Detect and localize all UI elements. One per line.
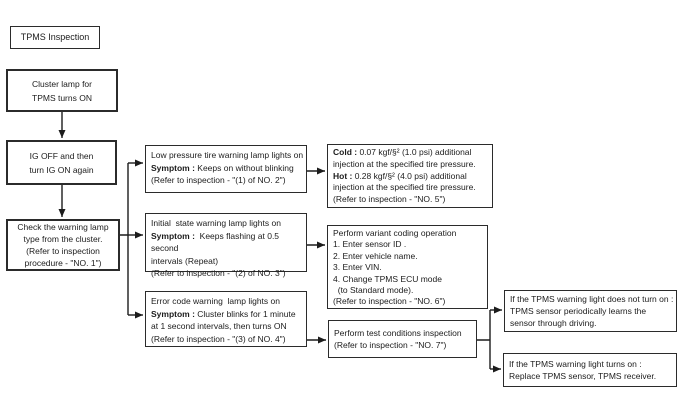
node-text: (Refer to inspection - "(1) of NO. 2") (151, 175, 286, 185)
branch-spine (120, 163, 129, 315)
node-text: Symptom : Keeps on without blinking (151, 162, 304, 175)
page-title: TPMS Inspection (10, 26, 100, 49)
symptom-text: Cluster blinks for 1 minute (194, 308, 296, 319)
test-result-spine (477, 310, 491, 369)
node-check-lamp: Check the warning lamp type from the clu… (6, 219, 120, 271)
cold-text: 0.07 kgf/§² (1.0 psi) additional (357, 147, 472, 157)
node-text: (Refer to inspection - "(3) of NO. 4") (151, 333, 286, 344)
node-text: procedure - "NO. 1") (24, 258, 102, 268)
node-pressure-spec: Cold : 0.07 kgf/§² (1.0 psi) additional … (327, 144, 493, 208)
page-title-label: TPMS Inspection (20, 32, 90, 43)
node-text: Hot : 0.28 kgf/§² (4.0 psi) additional (333, 171, 490, 183)
node-text: Symptom : Keeps flashing at 0.5 second (151, 230, 304, 255)
symptom-label: Symptom : (151, 308, 195, 319)
node-text: Error code warning lamp lights on (151, 296, 280, 306)
node-text: sensor through driving. (510, 318, 597, 328)
node-text: Replace TPMS sensor, TPMS receiver. (509, 371, 657, 381)
node-text: Check the warning lamp (17, 222, 109, 232)
hot-label: Hot : (333, 170, 353, 181)
node-error-code: Error code warning lamp lights on Sympto… (145, 291, 307, 347)
symptom-label: Symptom : (151, 230, 195, 241)
node-text: turn IG ON again (29, 164, 94, 175)
node-cluster-lamp: Cluster lamp for TPMS turns ON (6, 69, 118, 112)
node-text: IG OFF and then (29, 150, 94, 161)
node-text: Initial state warning lamp lights on (151, 218, 281, 228)
node-variant-coding: Perform variant coding operation 1. Ente… (327, 225, 488, 309)
node-text: type from the cluster. (23, 234, 103, 244)
node-text: Perform variant coding operation (333, 228, 457, 238)
node-low-pressure: Low pressure tire warning lamp lights on… (145, 145, 307, 193)
node-text: intervals (Repeat) (151, 255, 219, 266)
node-text: at 1 second intervals, then turns ON (151, 321, 287, 331)
symptom-label: Symptom : (151, 162, 195, 173)
node-test-conditions: Perform test conditions inspection (Refe… (328, 320, 477, 358)
node-text: 3. Enter VIN. (333, 262, 382, 273)
node-text: Symptom : Cluster blinks for 1 minute (151, 308, 304, 321)
node-text: If the TPMS warning light turns on : (509, 358, 642, 369)
symptom-text: Keeps flashing at 0.5 second (151, 230, 282, 254)
node-text: (Refer to inspection - "NO. 7") (334, 340, 447, 350)
node-text: If the TPMS warning light does not turn … (510, 294, 674, 304)
cold-label: Cold : (333, 147, 358, 157)
node-text: Low pressure tire warning lamp lights on (151, 150, 304, 160)
node-text: Cluster lamp for (32, 78, 92, 89)
symptom-text: Keeps on without blinking (194, 162, 294, 173)
node-initial-state: Initial state warning lamp lights on Sym… (145, 213, 307, 278)
node-text: 2. Enter vehicle name. (333, 250, 418, 261)
node-text: (to Standard mode). (333, 285, 414, 296)
node-text: injection at the specified tire pressure… (333, 158, 476, 169)
node-text: 4. Change TPMS ECU mode (333, 273, 442, 284)
node-text: TPMS sensor periodically learns the (510, 306, 647, 316)
node-text: (Refer to inspection - "(2) of NO. 3") (151, 268, 286, 278)
node-text: Cold : 0.07 kgf/§² (1.0 psi) additional (333, 147, 490, 159)
node-text: (Refer to inspection - "NO. 6") (333, 296, 446, 307)
node-text: Perform test conditions inspection (334, 327, 462, 338)
node-text: 1. Enter sensor ID . (333, 239, 407, 250)
node-light-on: If the TPMS warning light turns on : Rep… (503, 353, 677, 387)
node-text: (Refer to inspection - "NO. 5") (333, 194, 446, 205)
hot-text: 0.28 kgf/§² (4.0 psi) additional (352, 170, 467, 181)
node-text: (Refer to inspection (26, 246, 100, 256)
node-text: injection at the specified tire pressure… (333, 182, 476, 193)
node-ig-off: IG OFF and then turn IG ON again (6, 140, 117, 185)
node-text: TPMS turns ON (32, 92, 92, 103)
node-light-not-on: If the TPMS warning light does not turn … (504, 290, 677, 332)
